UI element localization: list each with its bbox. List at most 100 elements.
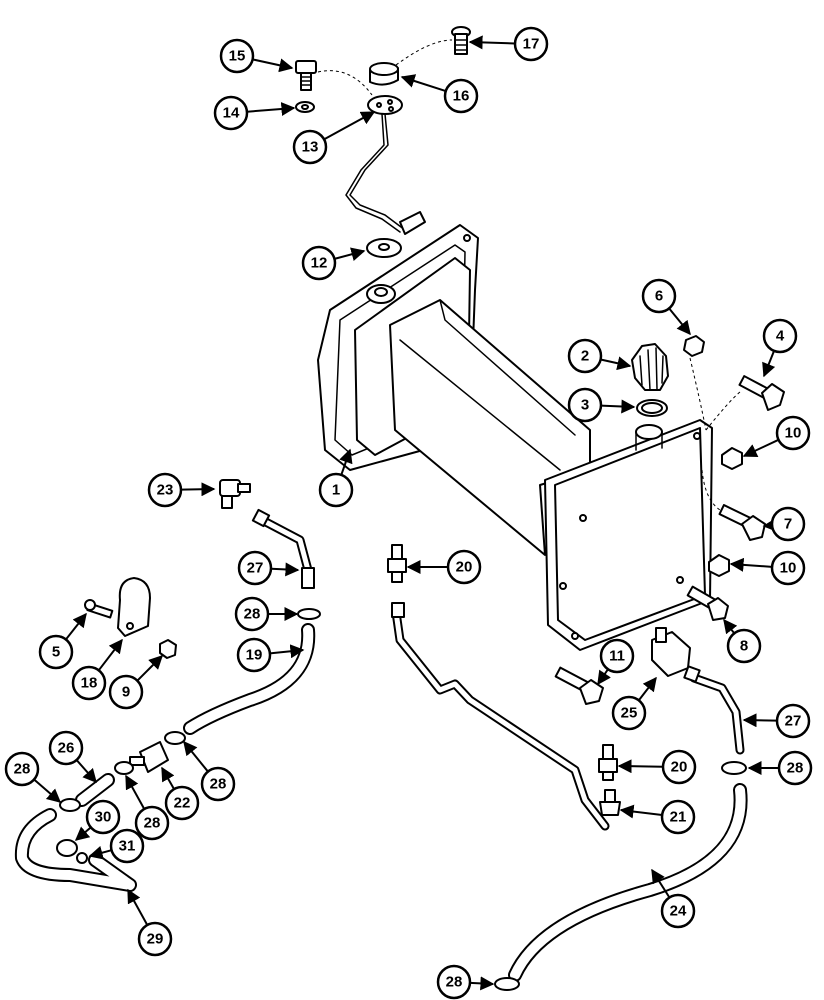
callout-number: 30 [95,809,112,826]
callout-c25: 25 [611,676,657,731]
callout-leader-line [742,713,778,728]
plug-31 [76,852,88,864]
clamp-28-right [721,761,747,775]
callout-number: 22 [174,795,191,812]
callout-circle [134,805,170,841]
callout-number: 31 [119,838,136,855]
bolt-icon [295,60,317,91]
callout-c20a: 20 [406,549,482,585]
callout-c10b: 10 [729,550,806,586]
callout-leader-line [269,644,305,659]
callout-circle [762,318,798,354]
callout-c18: 18 [71,638,123,701]
hose-29 [14,808,137,892]
callout-leader-line [334,247,366,262]
callout-circle [85,799,121,835]
fitting-21 [599,789,621,816]
callout-leader-line [762,350,776,378]
callout-number: 9 [122,684,130,701]
callout-leader-line [180,482,216,497]
callout-number: 8 [740,638,748,655]
callout-leader-line [651,868,671,899]
callout-c8: 8 [723,618,762,664]
bracket-18 [117,577,151,637]
filler-cap [631,343,669,391]
callout-c28c: 28 [4,751,62,803]
callout-number: 19 [246,647,263,664]
callout-number: 28 [14,761,31,778]
clamp-28-left-top [297,608,321,620]
callout-c4: 4 [762,318,798,378]
callout-circle [775,415,811,451]
clamp-28-mid [164,731,186,745]
callout-number: 11 [609,648,625,665]
callout-number: 28 [244,606,261,623]
callout-c28e: 28 [747,750,813,786]
dipstick-assembly [295,26,471,258]
callout-number: 28 [144,815,161,832]
callout-leader-line [136,655,163,682]
callout-c15: 15 [219,38,294,74]
callout-number: 28 [787,760,804,777]
callout-number: 20 [456,559,473,576]
callout-circle [318,472,354,508]
callout-c22: 22 [161,766,200,821]
callout-c28a: 28 [234,596,299,632]
callout-circle [770,550,806,586]
callout-c24: 24 [651,868,696,929]
callout-leader-line [637,676,657,701]
nut-10-lower [708,554,730,577]
callout-number: 21 [670,809,687,826]
seal-ring-inner [641,402,663,414]
callout-circle [38,634,74,670]
callout-c27b: 27 [742,703,811,739]
callout-c14: 14 [213,95,296,131]
callout-number: 28 [446,974,463,991]
callout-circle [219,38,255,74]
callout-circle [436,964,472,1000]
clamp-28-lower-mid [114,761,134,775]
callout-circle [109,828,145,864]
callout-circle [726,628,762,664]
callout-circle [777,750,813,786]
pipe-27-right [683,665,745,755]
callout-number: 17 [523,36,540,53]
callout-circle [775,703,811,739]
callout-number: 14 [223,105,240,122]
callout-circle [443,78,479,114]
callout-number: 25 [621,705,638,722]
callout-circle [71,665,107,701]
bolt-7 [718,504,766,541]
callout-c5: 5 [38,612,87,670]
callout-leader-line [668,307,691,336]
callout-c21: 21 [619,799,696,835]
callout-circle [660,799,696,835]
callout-number: 27 [785,713,802,730]
callout-c20b: 20 [617,749,697,785]
callout-leader-line [762,517,778,532]
callout-circle [513,26,549,62]
reservoir-tank [317,224,713,651]
callout-number: 6 [655,288,663,305]
callout-c19: 19 [236,637,305,673]
callout-number: 10 [785,425,802,442]
tee-fitting-25 [651,627,691,677]
callout-leader-line [246,102,296,116]
callout-leader-line [600,399,636,414]
callout-c11: 11 [597,638,635,686]
clamp-28-bottom [494,977,520,991]
callout-circle [213,95,249,131]
screw-5 [84,599,114,619]
callout-number: 1 [332,482,340,499]
callout-leader-line [619,804,663,819]
callout-c12: 12 [301,245,366,281]
callout-c17: 17 [468,26,549,62]
callout-circle [234,596,270,632]
callout-leader-line [597,668,611,686]
clamp-28-left [59,798,81,812]
callout-circle [236,637,272,673]
callout-leader-line [75,759,97,784]
callout-number: 10 [780,560,797,577]
cap-30 [56,839,78,857]
